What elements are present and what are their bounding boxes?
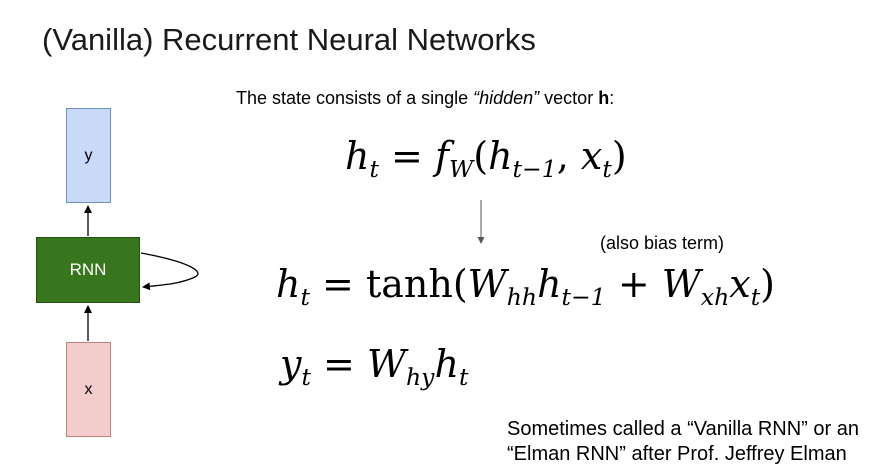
tanh-function: tanh [365, 262, 453, 306]
output-label: y [84, 146, 93, 164]
input-label: x [84, 380, 93, 398]
elman-footnote: Sometimes called a “Vanilla RNN” or an “… [507, 417, 859, 467]
bias-term-note: (also bias term) [600, 233, 725, 253]
slide-title: (Vanilla) Recurrent Neural Networks [42, 22, 536, 57]
state-description: The state consists of a single “hidden” … [236, 88, 615, 108]
rnn-cell-box: RNN [36, 237, 140, 303]
footnote-line-2: “Elman RNN” after Prof. Jeffrey Elman [507, 443, 847, 465]
output-box-y: y [66, 108, 111, 203]
equation-output: yt = Whyht [280, 342, 469, 392]
equation-hidden-update: ht = tanh(Whhht−1 + Wxhxt) [276, 262, 775, 312]
hidden-emphasis: “hidden” [473, 88, 540, 108]
recurrent-loop-arrow [140, 252, 199, 291]
rnn-cell-label: RNN [69, 260, 107, 279]
input-box-x: x [66, 342, 111, 437]
footnote-line-1: Sometimes called a “Vanilla RNN” or an [507, 418, 859, 440]
equation-recurrence: ht = fW(ht−1, xt) [345, 134, 627, 184]
h-bold: h [598, 88, 610, 108]
